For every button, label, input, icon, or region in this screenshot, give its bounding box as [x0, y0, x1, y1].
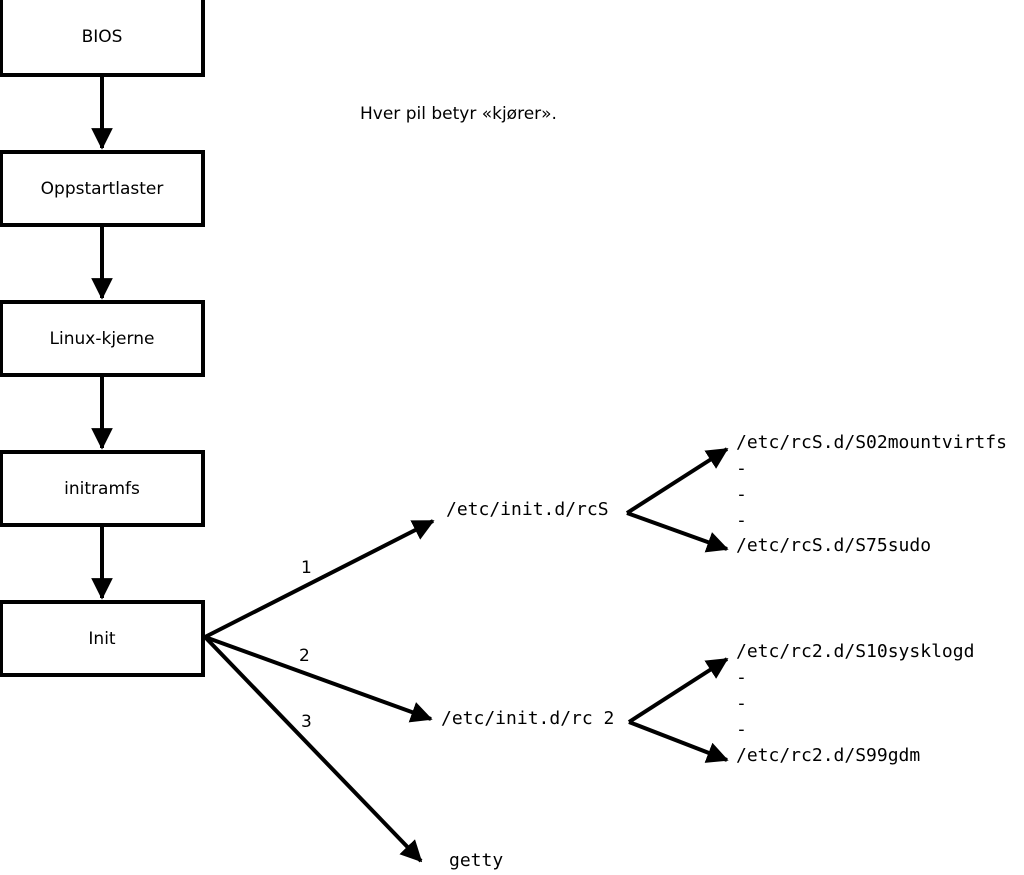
edge-number-1: 1 — [301, 558, 312, 578]
box-initramfs — [0, 450, 205, 527]
arrow-rc2-to-first-script — [627, 657, 729, 724]
box-bios — [0, 0, 205, 77]
edge-number-2: 2 — [299, 646, 310, 666]
box-label-bios: BIOS — [81, 27, 123, 47]
rcs-ellipsis-dash-1: - — [736, 458, 747, 479]
box-bootloader — [0, 150, 205, 227]
rc2-ellipsis-dash-3: - — [736, 719, 747, 740]
arrow-init-branch-1 — [204, 519, 435, 639]
arrow-rcs-to-last-script — [626, 511, 729, 553]
box-kernel — [0, 300, 205, 377]
label-init-d-rc2: /etc/init.d/rc 2 — [441, 708, 615, 729]
rcs-ellipsis-dash-2: - — [736, 484, 747, 505]
box-label-initramfs: initramfs — [64, 479, 140, 499]
label-getty: getty — [449, 850, 504, 871]
arrow-init-branch-3 — [203, 635, 423, 863]
box-label-kernel: Linux-kjerne — [49, 329, 155, 349]
arrow-rcs-to-first-script — [625, 447, 729, 515]
rc2-ellipsis-dash-1: - — [736, 667, 747, 688]
label-rcs-last-script: /etc/rcS.d/S75sudo — [736, 535, 932, 556]
arrow-rc2-to-last-script — [628, 720, 729, 763]
edge-number-3: 3 — [301, 712, 312, 732]
label-rc2-first-script: /etc/rc2.d/S10sysklogd — [736, 641, 975, 662]
label-rcs-first-script: /etc/rcS.d/S02mountvirtfs — [736, 432, 1007, 453]
box-init — [0, 600, 205, 677]
box-label-bootloader: Oppstartlaster — [40, 179, 164, 199]
rc2-ellipsis-dash-2: - — [736, 693, 747, 714]
arrow-init-branch-2 — [204, 635, 433, 723]
label-init-d-rcs: /etc/init.d/rcS — [446, 499, 609, 520]
label-rc2-last-script: /etc/rc2.d/S99gdm — [736, 745, 921, 766]
diagram-note: Hver pil betyr «kjører». — [360, 104, 557, 124]
box-label-init: Init — [88, 629, 116, 649]
rcs-ellipsis-dash-3: - — [736, 510, 747, 531]
